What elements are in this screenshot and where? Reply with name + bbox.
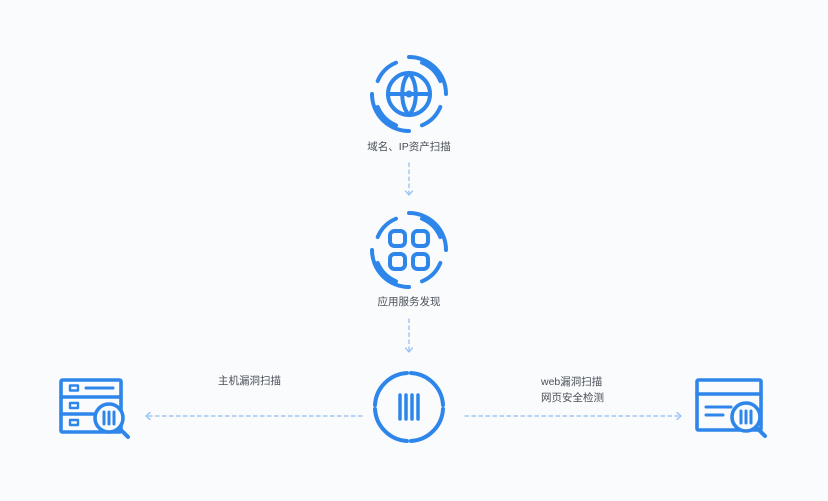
node-label-app-service-discovery: 应用服务发现 bbox=[377, 296, 441, 308]
barcode-scanner-icon bbox=[373, 371, 445, 443]
edge-label-web-scan: web漏洞扫描 bbox=[541, 376, 603, 388]
node-label-domain-ip-scan: 域名、IP资产扫描 bbox=[367, 141, 451, 153]
flow-arrow-left bbox=[145, 411, 363, 421]
server-search-icon bbox=[59, 378, 130, 439]
flow-arrow-2 bbox=[404, 318, 414, 353]
browser-search-icon bbox=[695, 378, 767, 438]
apps-grid-target-icon bbox=[370, 211, 448, 289]
globe-target-icon bbox=[370, 55, 448, 133]
flow-arrow-1 bbox=[404, 162, 414, 196]
edge-label-host-scan: 主机漏洞扫描 bbox=[218, 375, 281, 387]
edge-label-web-security: 网页安全检测 bbox=[541, 392, 604, 404]
flow-arrow-right bbox=[464, 411, 682, 421]
